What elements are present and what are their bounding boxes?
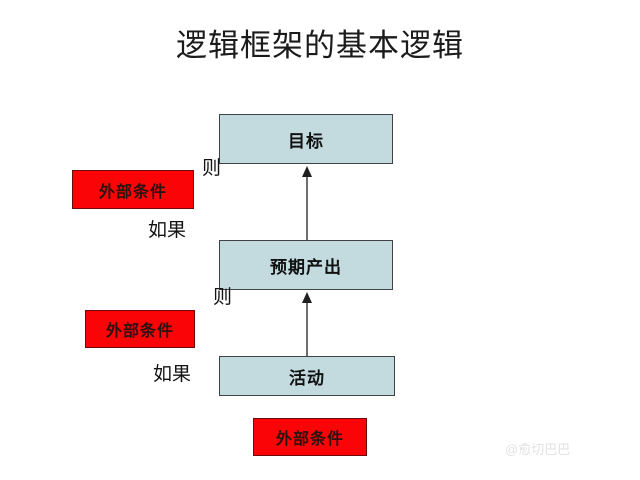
page-title: 逻辑框架的基本逻辑 bbox=[176, 28, 464, 63]
connector-label-then-1: 则 bbox=[202, 158, 222, 179]
arrow-activity-to-output bbox=[299, 292, 315, 358]
condition-box-3[interactable]: 外部条件 bbox=[253, 418, 367, 456]
condition-box-1[interactable]: 外部条件 bbox=[72, 170, 194, 209]
condition-box-1-label: 外部条件 bbox=[98, 183, 167, 201]
node-expected-output-label: 预期产出 bbox=[270, 257, 342, 277]
connector-label-if-2: 如果 bbox=[153, 364, 192, 385]
node-activity[interactable]: 活动 bbox=[219, 356, 395, 396]
watermark: @愈切巴巴 bbox=[505, 442, 571, 457]
node-expected-output[interactable]: 预期产出 bbox=[219, 240, 393, 290]
node-goal[interactable]: 目标 bbox=[219, 114, 393, 164]
condition-box-3-label: 外部条件 bbox=[275, 431, 344, 448]
connector-label-then-2: 则 bbox=[213, 287, 233, 308]
condition-box-2[interactable]: 外部条件 bbox=[85, 310, 195, 348]
condition-box-2-label: 外部条件 bbox=[105, 323, 174, 340]
node-goal-label: 目标 bbox=[288, 131, 324, 151]
node-activity-label: 活动 bbox=[289, 368, 325, 388]
connector-label-if-1: 如果 bbox=[148, 220, 187, 241]
